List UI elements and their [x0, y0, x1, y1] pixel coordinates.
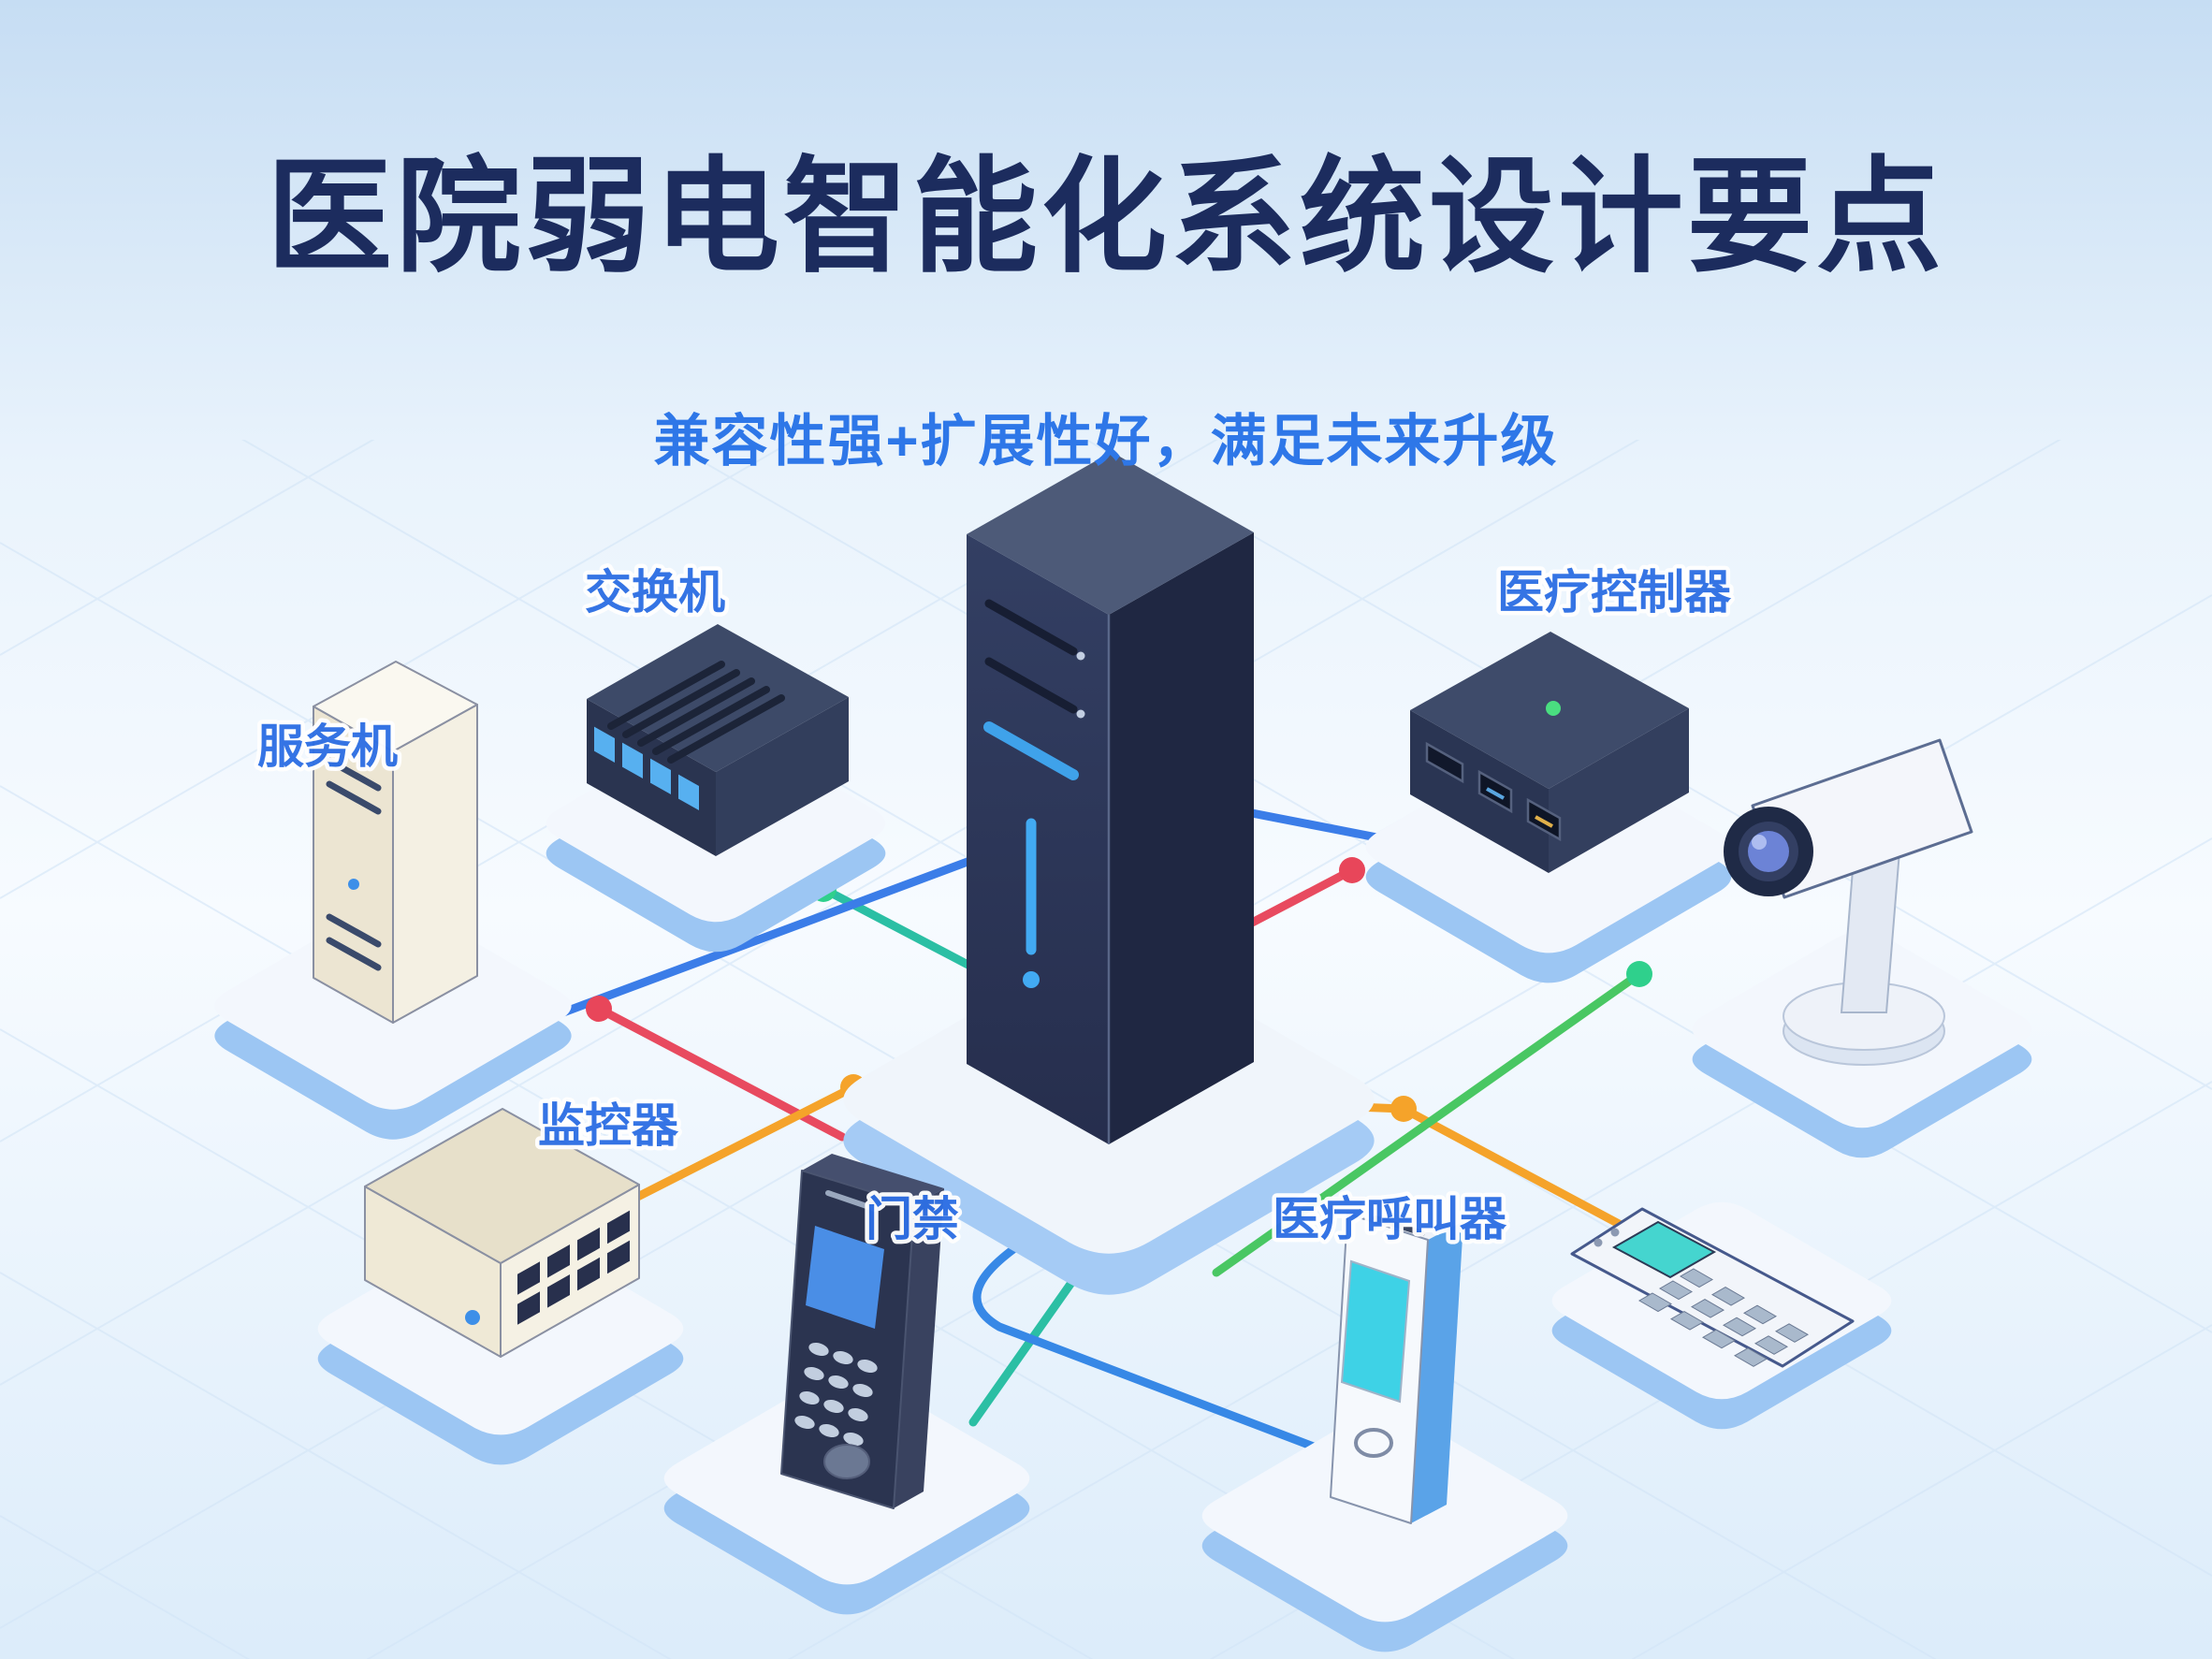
access-button: [823, 1444, 870, 1479]
server-device: [313, 661, 478, 1024]
poster-title: 医院弱电智能化系统设计要点: [267, 148, 1945, 287]
controller-led: [1546, 701, 1561, 716]
server-node: [214, 661, 572, 1140]
switch-node: [546, 624, 886, 953]
monitor-ports: [517, 1210, 630, 1325]
medical-controller-node: [1365, 632, 1732, 983]
server-slots: [326, 757, 382, 971]
connector-dot-hub-right: [1390, 1096, 1417, 1122]
controller-hdmi-port: [1425, 741, 1464, 784]
tower-slots: [984, 599, 1078, 714]
connector-dot-controller: [1339, 857, 1365, 883]
label-medical-controller: 医疗控制器: [1497, 566, 1732, 618]
connector-dot-camera: [1626, 961, 1652, 987]
cctv-camera-device: [1724, 738, 1973, 1066]
monitor-device: [364, 1108, 640, 1358]
central-hub-node: [843, 452, 1375, 1295]
medical-caller-device: [1330, 1195, 1463, 1524]
tower-indicator-dot: [1023, 971, 1040, 988]
handset-node: [1551, 1201, 1892, 1430]
access-screen: [806, 1226, 884, 1329]
monitor-led: [465, 1310, 480, 1325]
camera-node: [1692, 738, 2032, 1158]
medical-caller-node: [1201, 1195, 1568, 1652]
switch-device: [587, 624, 849, 856]
access-keypad: [794, 1342, 878, 1447]
medical-controller-device: [1410, 632, 1689, 873]
central-server-tower: [967, 452, 1254, 1144]
access-control-device: [780, 1154, 944, 1509]
caller-top-slot: [1373, 1215, 1425, 1236]
switch-vents: [607, 661, 785, 764]
handheld-terminal-device: [1570, 1207, 1855, 1368]
poster-subtitle: 兼容性强+扩展性好，满足未来升级: [653, 410, 1558, 473]
connector-dot-server: [586, 996, 612, 1022]
label-access-control: 门禁: [866, 1193, 959, 1245]
access-control-node: [663, 1154, 1030, 1615]
access-speaker-slot: [825, 1190, 878, 1212]
handset-screen: [1611, 1220, 1717, 1279]
server-led: [348, 879, 359, 890]
caller-home-button: [1354, 1428, 1393, 1458]
monitor-node: [317, 1108, 684, 1465]
tower-blue-bar: [983, 721, 1079, 780]
caller-screen: [1340, 1259, 1411, 1404]
handset-keys: [1637, 1268, 1810, 1367]
label-monitor: 监控器: [538, 1099, 679, 1152]
label-medical-caller: 医疗呼叫器: [1273, 1193, 1507, 1245]
switch-ports: [594, 726, 699, 810]
label-switch: 交换机: [585, 566, 725, 618]
link-camera-caller-line: [1212, 969, 1644, 1277]
node-labels: 服务机 交换机 医疗控制器 监控器 门禁 医疗呼叫器: [254, 562, 1737, 1250]
label-server: 服务机: [257, 720, 398, 773]
